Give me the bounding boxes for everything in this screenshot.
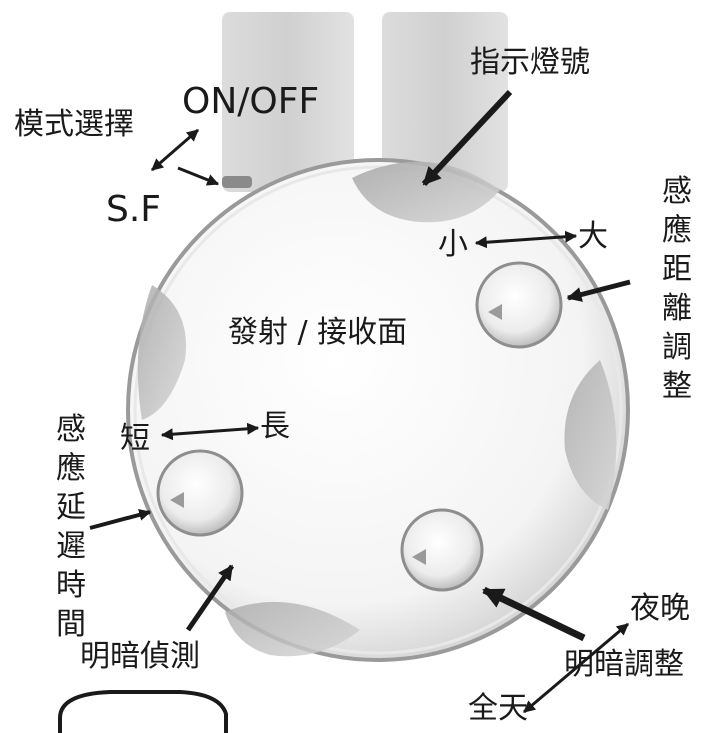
range-pointer-arrow: [566, 279, 631, 302]
all-day-label: 全天: [468, 691, 528, 726]
mode-select-arrow: [151, 128, 199, 172]
rim-lobes: [137, 161, 617, 657]
range-small-label: 小: [438, 227, 468, 262]
bottom-tab-outline: [58, 690, 228, 733]
on-off-pointer-arrow: [177, 166, 220, 186]
indicator-pointer-arrow: [421, 89, 513, 187]
delay-time-label: 感應延遲時間: [56, 412, 86, 642]
light-detect-pointer-arrow: [185, 564, 235, 632]
emit-receive-label: 發射 / 接收面: [228, 315, 408, 350]
delay-time-knob: [156, 449, 244, 537]
mode-select-label: 模式選擇: [14, 107, 134, 142]
light-detect-label: 明暗偵測: [80, 639, 200, 674]
indicator-label: 指示燈號: [470, 45, 590, 80]
mounting-tabs: [222, 12, 508, 192]
delay-long-label: 長: [260, 409, 290, 444]
range-double-arrow: [474, 230, 578, 249]
light-adjust-knob: [400, 508, 484, 592]
range-adjust-knob: [475, 261, 563, 349]
sensor-body: [126, 158, 630, 662]
delay-short-label: 短: [120, 421, 150, 456]
sf-label: S.F: [106, 189, 162, 230]
night-label: 夜晚: [630, 591, 690, 626]
on-off-switch: [222, 176, 252, 188]
light-adjust-pointer-arrow: [482, 586, 586, 642]
on-off-label: ON/OFF: [182, 81, 320, 122]
range-adjust-label: 感應距離調整: [662, 174, 692, 404]
night-allday-double-arrow: [523, 622, 629, 714]
light-adjust-label: 明暗調整: [564, 647, 684, 682]
delay-pointer-arrow: [89, 508, 152, 530]
range-large-label: 大: [578, 219, 608, 254]
delay-double-arrow: [160, 422, 260, 441]
